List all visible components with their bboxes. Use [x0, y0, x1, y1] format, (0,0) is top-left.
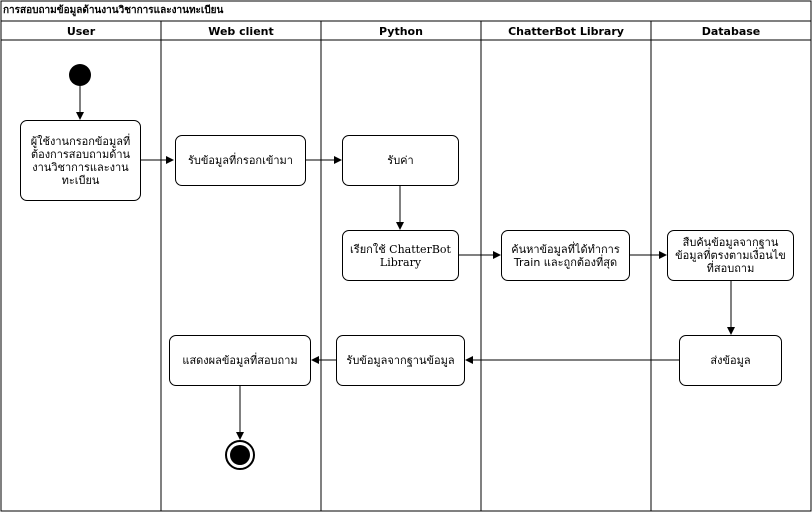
- activity-python-call-chatterbot: เรียกใช้ ChatterBot Library: [342, 230, 459, 281]
- activity-web-show: แสดงผลข้อมูลที่สอบถาม: [169, 335, 311, 386]
- activity-database-search: สืบค้นข้อมูลจากฐานข้อมูลที่ตรงตามเงื่อนไ…: [667, 230, 794, 281]
- lane-python-header: Python: [379, 24, 423, 38]
- start-node: [69, 64, 91, 86]
- activity-database-send: ส่งข้อมูล: [679, 335, 782, 386]
- end-node-core: [230, 445, 250, 465]
- activity-user-input: ผู้ใช้งานกรอกข้อมูลที่ต้องการสอบถามด้านง…: [20, 120, 141, 201]
- lane-database-header: Database: [701, 24, 761, 38]
- lane-web-client-header: Web client: [208, 24, 274, 38]
- activity-chatterbot-search: ค้นหาข้อมูลที่ได้ทำการ Train และถูกต้องท…: [501, 230, 630, 281]
- lane-chatterbot-header: ChatterBot Library: [508, 24, 624, 38]
- activity-python-receive: รับค่า: [342, 135, 459, 186]
- activity-web-receive: รับข้อมูลที่กรอกเข้ามา: [175, 135, 306, 186]
- activity-python-return: รับข้อมูลจากฐานข้อมูล: [336, 335, 465, 386]
- lane-user-header: User: [66, 24, 96, 38]
- diagram-title: การสอบถามข้อมูลด้านงานวิชาการและงานทะเบี…: [3, 5, 224, 16]
